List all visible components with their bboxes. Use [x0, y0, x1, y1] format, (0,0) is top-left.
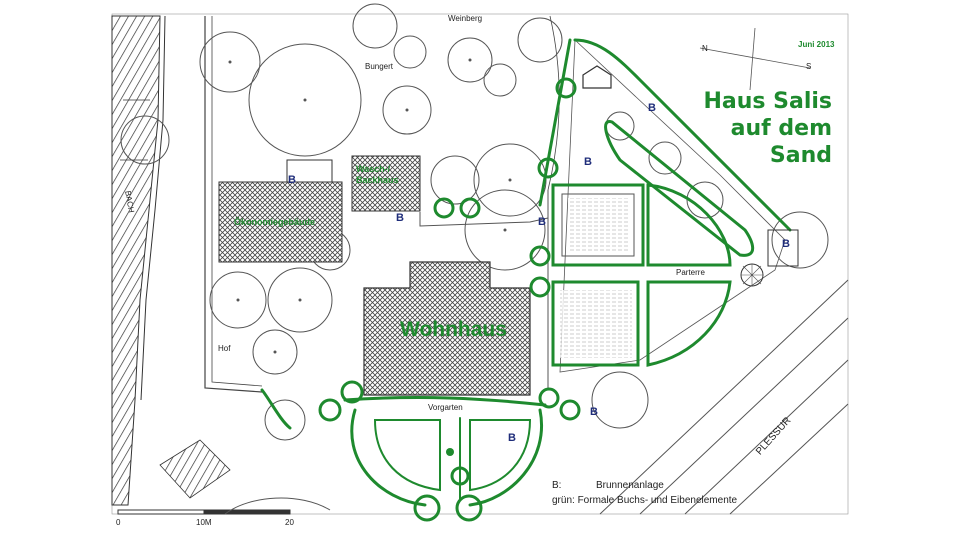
scale-label-20: 20 [285, 518, 294, 527]
oekonomiegebaeude [218, 181, 343, 263]
label-wohnhaus: Wohnhaus [400, 318, 507, 341]
plessur-road [599, 279, 849, 515]
legend-green-text: grün: Formale Buchs- und Eibenelemente [552, 495, 738, 506]
north-arrow [699, 27, 811, 91]
label-bungert: Bungert [365, 62, 394, 71]
brunnen-marker-4: B [584, 156, 592, 168]
label-vergarten: Vorgarten [428, 403, 463, 412]
label-wasch-backhaus: Wasch-/ Backhaus [356, 164, 399, 185]
label-oekonomiegebaeude: Ökonomiegebäude [234, 217, 316, 227]
label-parterre: Parterre [676, 268, 705, 277]
tree-centres [228, 58, 512, 354]
label-weinberg: Weinberg [448, 14, 483, 23]
scale-label-0: 0 [116, 518, 121, 527]
brunnen-marker-6: B [782, 238, 790, 250]
brunnen-marker-1: B [288, 174, 296, 186]
vergarten-centre [446, 448, 454, 456]
map-title: Haus Salis auf dem Sand [703, 88, 832, 169]
wasch-backhaus [351, 155, 421, 212]
brunnen-marker-8: B [508, 432, 516, 444]
yew-elements [318, 77, 581, 522]
north-s: S [806, 62, 812, 71]
scale-bar [117, 509, 291, 515]
trees [120, 3, 829, 441]
brunnen-marker-7: B [590, 406, 598, 418]
bach-stream [111, 15, 161, 506]
brunnen-marker-2: B [396, 212, 404, 224]
scale-label-10: 10M [196, 518, 212, 527]
north-n: N [702, 44, 708, 53]
label-hof: Hof [218, 344, 231, 353]
map-date: Juni 2013 [798, 40, 835, 49]
wohnhaus [363, 261, 531, 396]
property-line-west [204, 16, 263, 393]
title-line-3: Sand [769, 143, 832, 168]
title-line-1: Haus Salis [703, 89, 832, 114]
legend-b-key: B: [552, 480, 562, 491]
pavilion [582, 65, 612, 89]
brunnen-marker-5: B [648, 102, 656, 114]
title-line-2: auf dem [730, 116, 832, 141]
legend-b-text: Brunnenanlage [596, 480, 664, 491]
brunnen-marker-3: B [538, 216, 546, 228]
